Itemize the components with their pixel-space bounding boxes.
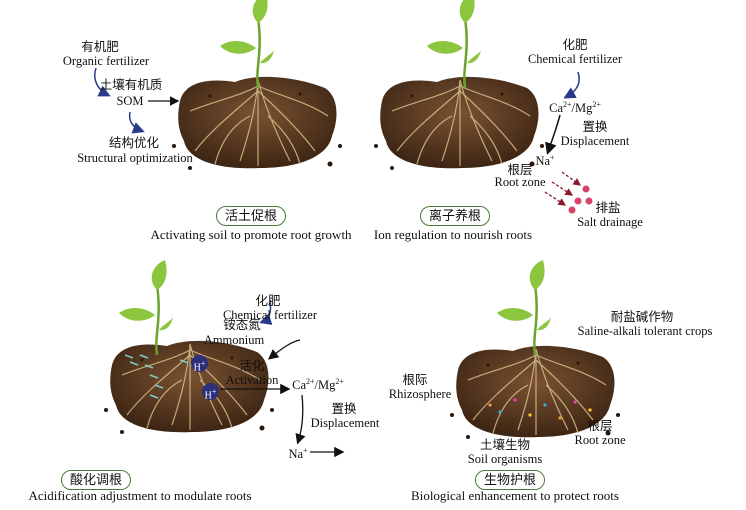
- ca-mg-ions: Ca2+/Mg2+: [549, 100, 601, 116]
- root-zone-cn: 根层: [507, 163, 533, 177]
- structural-en: Structural optimization: [77, 151, 193, 165]
- panel-caption-1: Activating soil to promote root growth: [150, 227, 352, 242]
- soil-mound-2: [373, 76, 545, 171]
- soil-organisms-dots: [488, 398, 592, 420]
- panel-badge-3: 酸化调根: [60, 470, 132, 490]
- na-ion: Na+: [535, 153, 555, 169]
- root-zone-en-4: Root zone: [574, 433, 626, 447]
- ammonium-en: Ammonium: [203, 333, 265, 347]
- plant-1: [218, 0, 276, 90]
- soil-mound-3: [103, 340, 275, 435]
- tolerant-crops-en: Saline-alkali tolerant crops: [577, 324, 713, 338]
- salt-ions: [568, 185, 593, 214]
- activation-en: Activation: [225, 373, 279, 387]
- structural-cn: 结构优化: [108, 136, 160, 150]
- salt-drainage-en: Salt drainage: [577, 215, 643, 229]
- root-zone-en: Root zone: [494, 175, 546, 189]
- panel-caption-3: Acidification adjustment to modulate roo…: [28, 488, 252, 503]
- soil-mound-1: [171, 76, 343, 171]
- displacement-cn: 置换: [582, 120, 608, 134]
- panel-caption-2: Ion regulation to nourish roots: [373, 227, 533, 242]
- panel-badge-1: 活土促根: [215, 206, 287, 226]
- displacement-en: Displacement: [560, 134, 630, 148]
- activation-cn: 活化: [239, 359, 265, 373]
- chem-fertilizer-cn: 化肥: [562, 38, 588, 52]
- tolerant-crops-cn: 耐盐碱作物: [610, 310, 674, 324]
- panel-badge-2: 离子养根: [419, 206, 491, 226]
- rhizosphere-en: Rhizosphere: [388, 387, 452, 401]
- h-ion-1: H+: [191, 355, 208, 373]
- chem-fertilizer-cn-3: 化肥: [255, 294, 281, 308]
- chem-fertilizer-en: Chemical fertilizer: [527, 52, 623, 66]
- plant-2: [425, 0, 483, 90]
- salt-drainage-cn: 排盐: [595, 201, 621, 215]
- root-zone-cn-4: 根层: [587, 419, 613, 433]
- displacement-cn-3: 置换: [331, 402, 357, 416]
- plant-3: [117, 258, 175, 357]
- rhizosphere-cn: 根际: [402, 373, 428, 387]
- organic-fertilizer-cn: 有机肥: [81, 40, 119, 54]
- plant-4: [495, 258, 553, 357]
- soil-organisms-en: Soil organisms: [467, 452, 543, 466]
- ammonium-cn: 铵态氮: [223, 318, 261, 332]
- panel-caption-4: Biological enhancement to protect roots: [411, 488, 619, 503]
- som-cn: 土壤有机质: [99, 78, 163, 92]
- displacement-en-3: Displacement: [310, 416, 380, 430]
- h-ion-2: H+: [202, 383, 219, 401]
- panel-badge-4: 生物护根: [474, 470, 546, 490]
- soil-organisms-cn: 土壤生物: [479, 438, 531, 452]
- som-en: SOM: [116, 94, 144, 108]
- na-ion-3: Na+: [288, 446, 308, 462]
- ca-mg-ions-3: Ca2+/Mg2+: [292, 377, 344, 393]
- organic-fertilizer-en: Organic fertilizer: [62, 54, 150, 68]
- chem-fertilizer-en-3: Chemical fertilizer: [222, 308, 318, 322]
